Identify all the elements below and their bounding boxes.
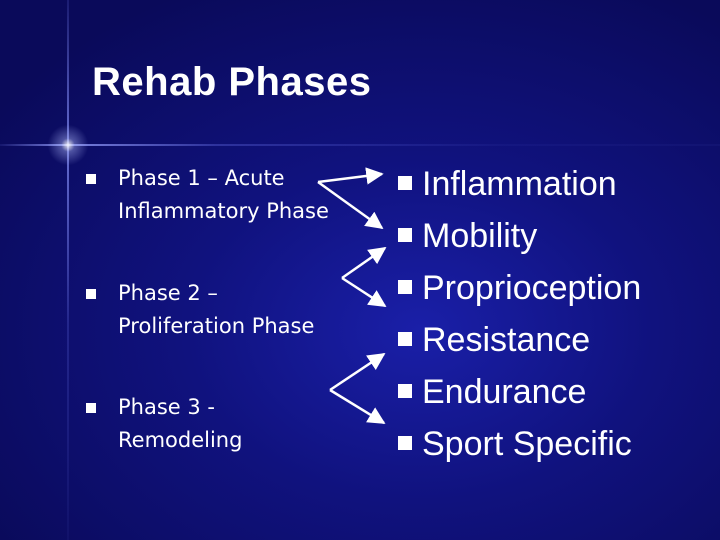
square-bullet-icon (86, 174, 96, 184)
goal-label: Endurance (422, 373, 587, 411)
phase-1-line-2: Inflammatory Phase (118, 199, 329, 223)
square-bullet-icon (86, 403, 96, 413)
phase-1-text: Phase 1 – Acute Inflammatory Phase (118, 162, 329, 228)
arrow-phase2-to-resistance (341, 276, 387, 308)
goal-label: Resistance (422, 321, 591, 359)
arrow-phase3-to-sport-specific (329, 388, 386, 425)
arrow-phase2-to-proprioception (341, 246, 387, 280)
square-bullet-icon (398, 176, 412, 191)
rehab-goals-list: Inflammation Mobility Proprioception Res… (398, 158, 641, 470)
square-bullet-icon (398, 436, 412, 451)
arrow-phase1-to-inflammation (317, 167, 384, 185)
goal-label: Mobility (422, 217, 538, 255)
arrow-phase3-to-endurance (329, 352, 386, 392)
phase-3-line-2: Remodeling (118, 428, 243, 452)
goal-item: Endurance (398, 366, 641, 418)
slide-title: Rehab Phases (92, 60, 372, 104)
light-flare-icon (44, 121, 92, 169)
decorative-horizontal-line (0, 144, 720, 146)
phase-2-line-1: Phase 2 – (118, 281, 218, 305)
phase-3-text: Phase 3 - Remodeling (118, 391, 242, 457)
square-bullet-icon (398, 332, 412, 347)
square-bullet-icon (398, 384, 412, 399)
goal-label: Proprioception (422, 269, 642, 307)
square-bullet-icon (398, 280, 412, 295)
goal-item: Proprioception (398, 262, 641, 314)
goal-label: Sport Specific (422, 425, 632, 463)
goal-item: Inflammation (398, 158, 641, 210)
phase-2-line-2: Proliferation Phase (118, 314, 315, 338)
phase-2-text: Phase 2 – Proliferation Phase (118, 277, 314, 343)
goal-item: Sport Specific (398, 418, 641, 470)
square-bullet-icon (398, 228, 412, 243)
goal-item: Mobility (398, 210, 641, 262)
goal-item: Resistance (398, 314, 641, 366)
square-bullet-icon (86, 289, 96, 299)
phase-3-line-1: Phase 3 - (118, 395, 215, 419)
goal-label: Inflammation (422, 165, 617, 203)
arrow-phase1-to-mobility (317, 180, 384, 230)
phase-1-line-1: Phase 1 – Acute (118, 166, 285, 190)
decorative-vertical-line (67, 0, 69, 540)
